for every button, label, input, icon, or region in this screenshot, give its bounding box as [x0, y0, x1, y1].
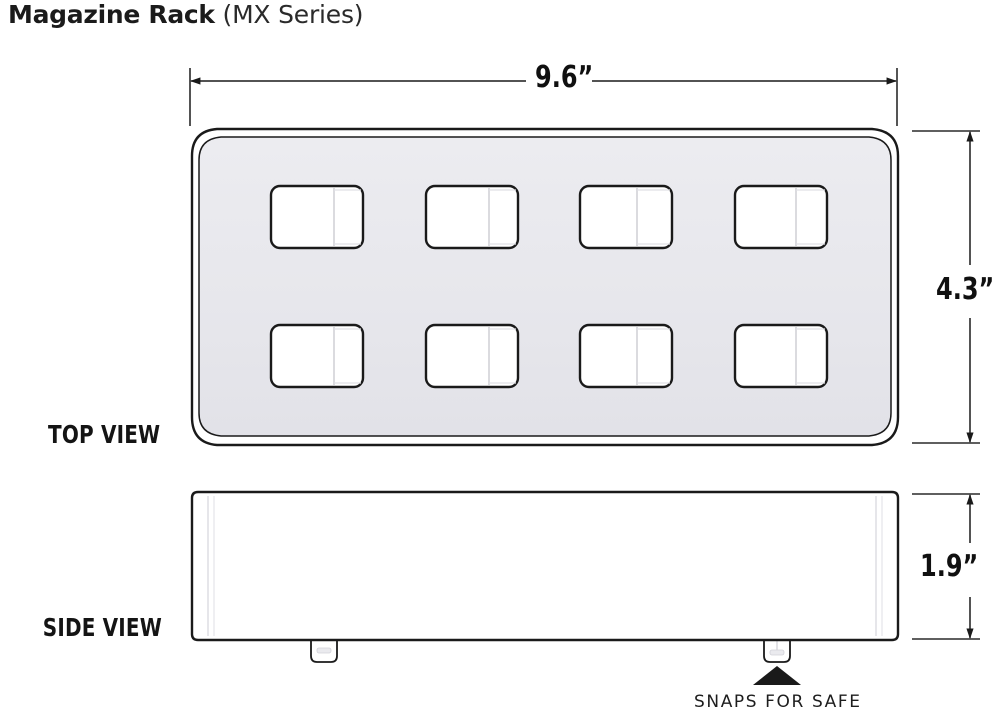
foot-detail — [316, 647, 332, 654]
slot-outline — [733, 184, 829, 250]
dimension-depth — [912, 493, 980, 640]
slot-row-bottom — [269, 323, 829, 389]
slot — [269, 323, 365, 389]
slot — [733, 184, 829, 250]
top-view-drawing — [190, 127, 900, 447]
foot-detail — [769, 649, 785, 656]
page-title: Magazine Rack (MX Series) — [8, 0, 364, 29]
slot — [269, 184, 365, 250]
snaps-pointer-triangle-icon — [753, 666, 801, 685]
slot-outline — [269, 323, 365, 389]
slot — [578, 323, 674, 389]
slot — [424, 184, 520, 250]
dimension-width — [189, 68, 898, 126]
slot — [578, 184, 674, 250]
slot — [424, 323, 520, 389]
plate-inner-outline — [198, 136, 892, 437]
foot-right — [763, 635, 791, 663]
page-title-main: Magazine Rack — [8, 0, 215, 29]
snaps-for-safe-caption: SNAPS FOR SAFE — [694, 692, 862, 712]
slot-outline — [578, 184, 674, 250]
side-view-label: SIDE VIEW — [42, 613, 162, 642]
slot — [733, 323, 829, 389]
top-view-label: TOP VIEW — [47, 420, 160, 449]
dimension-label-width: 9.6” — [535, 60, 594, 95]
slot-outline — [424, 323, 520, 389]
side-view-drawing — [190, 490, 900, 663]
dimension-height — [912, 130, 980, 444]
slot-outline — [578, 323, 674, 389]
slot-outline — [269, 184, 365, 250]
page-title-suffix: (MX Series) — [214, 0, 364, 29]
slot-outline — [424, 184, 520, 250]
slot-row-top — [269, 184, 829, 250]
dimension-label-height: 4.3” — [936, 272, 995, 307]
dimension-label-depth: 1.9” — [920, 549, 979, 584]
side-body-outline — [190, 490, 900, 642]
slot-outline — [733, 323, 829, 389]
foot-left — [310, 635, 338, 663]
